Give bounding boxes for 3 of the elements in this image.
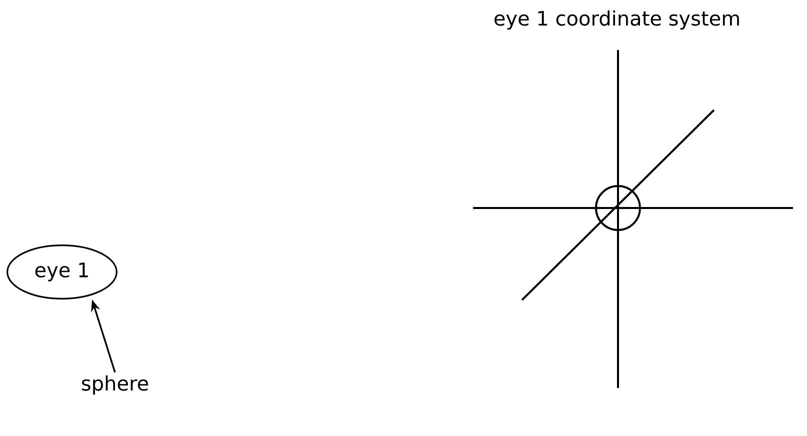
node-label: sphere — [82, 375, 148, 395]
ellipse-node: eye 1 — [6, 244, 118, 300]
axes-label: eye 1 coordinate system — [494, 10, 739, 30]
